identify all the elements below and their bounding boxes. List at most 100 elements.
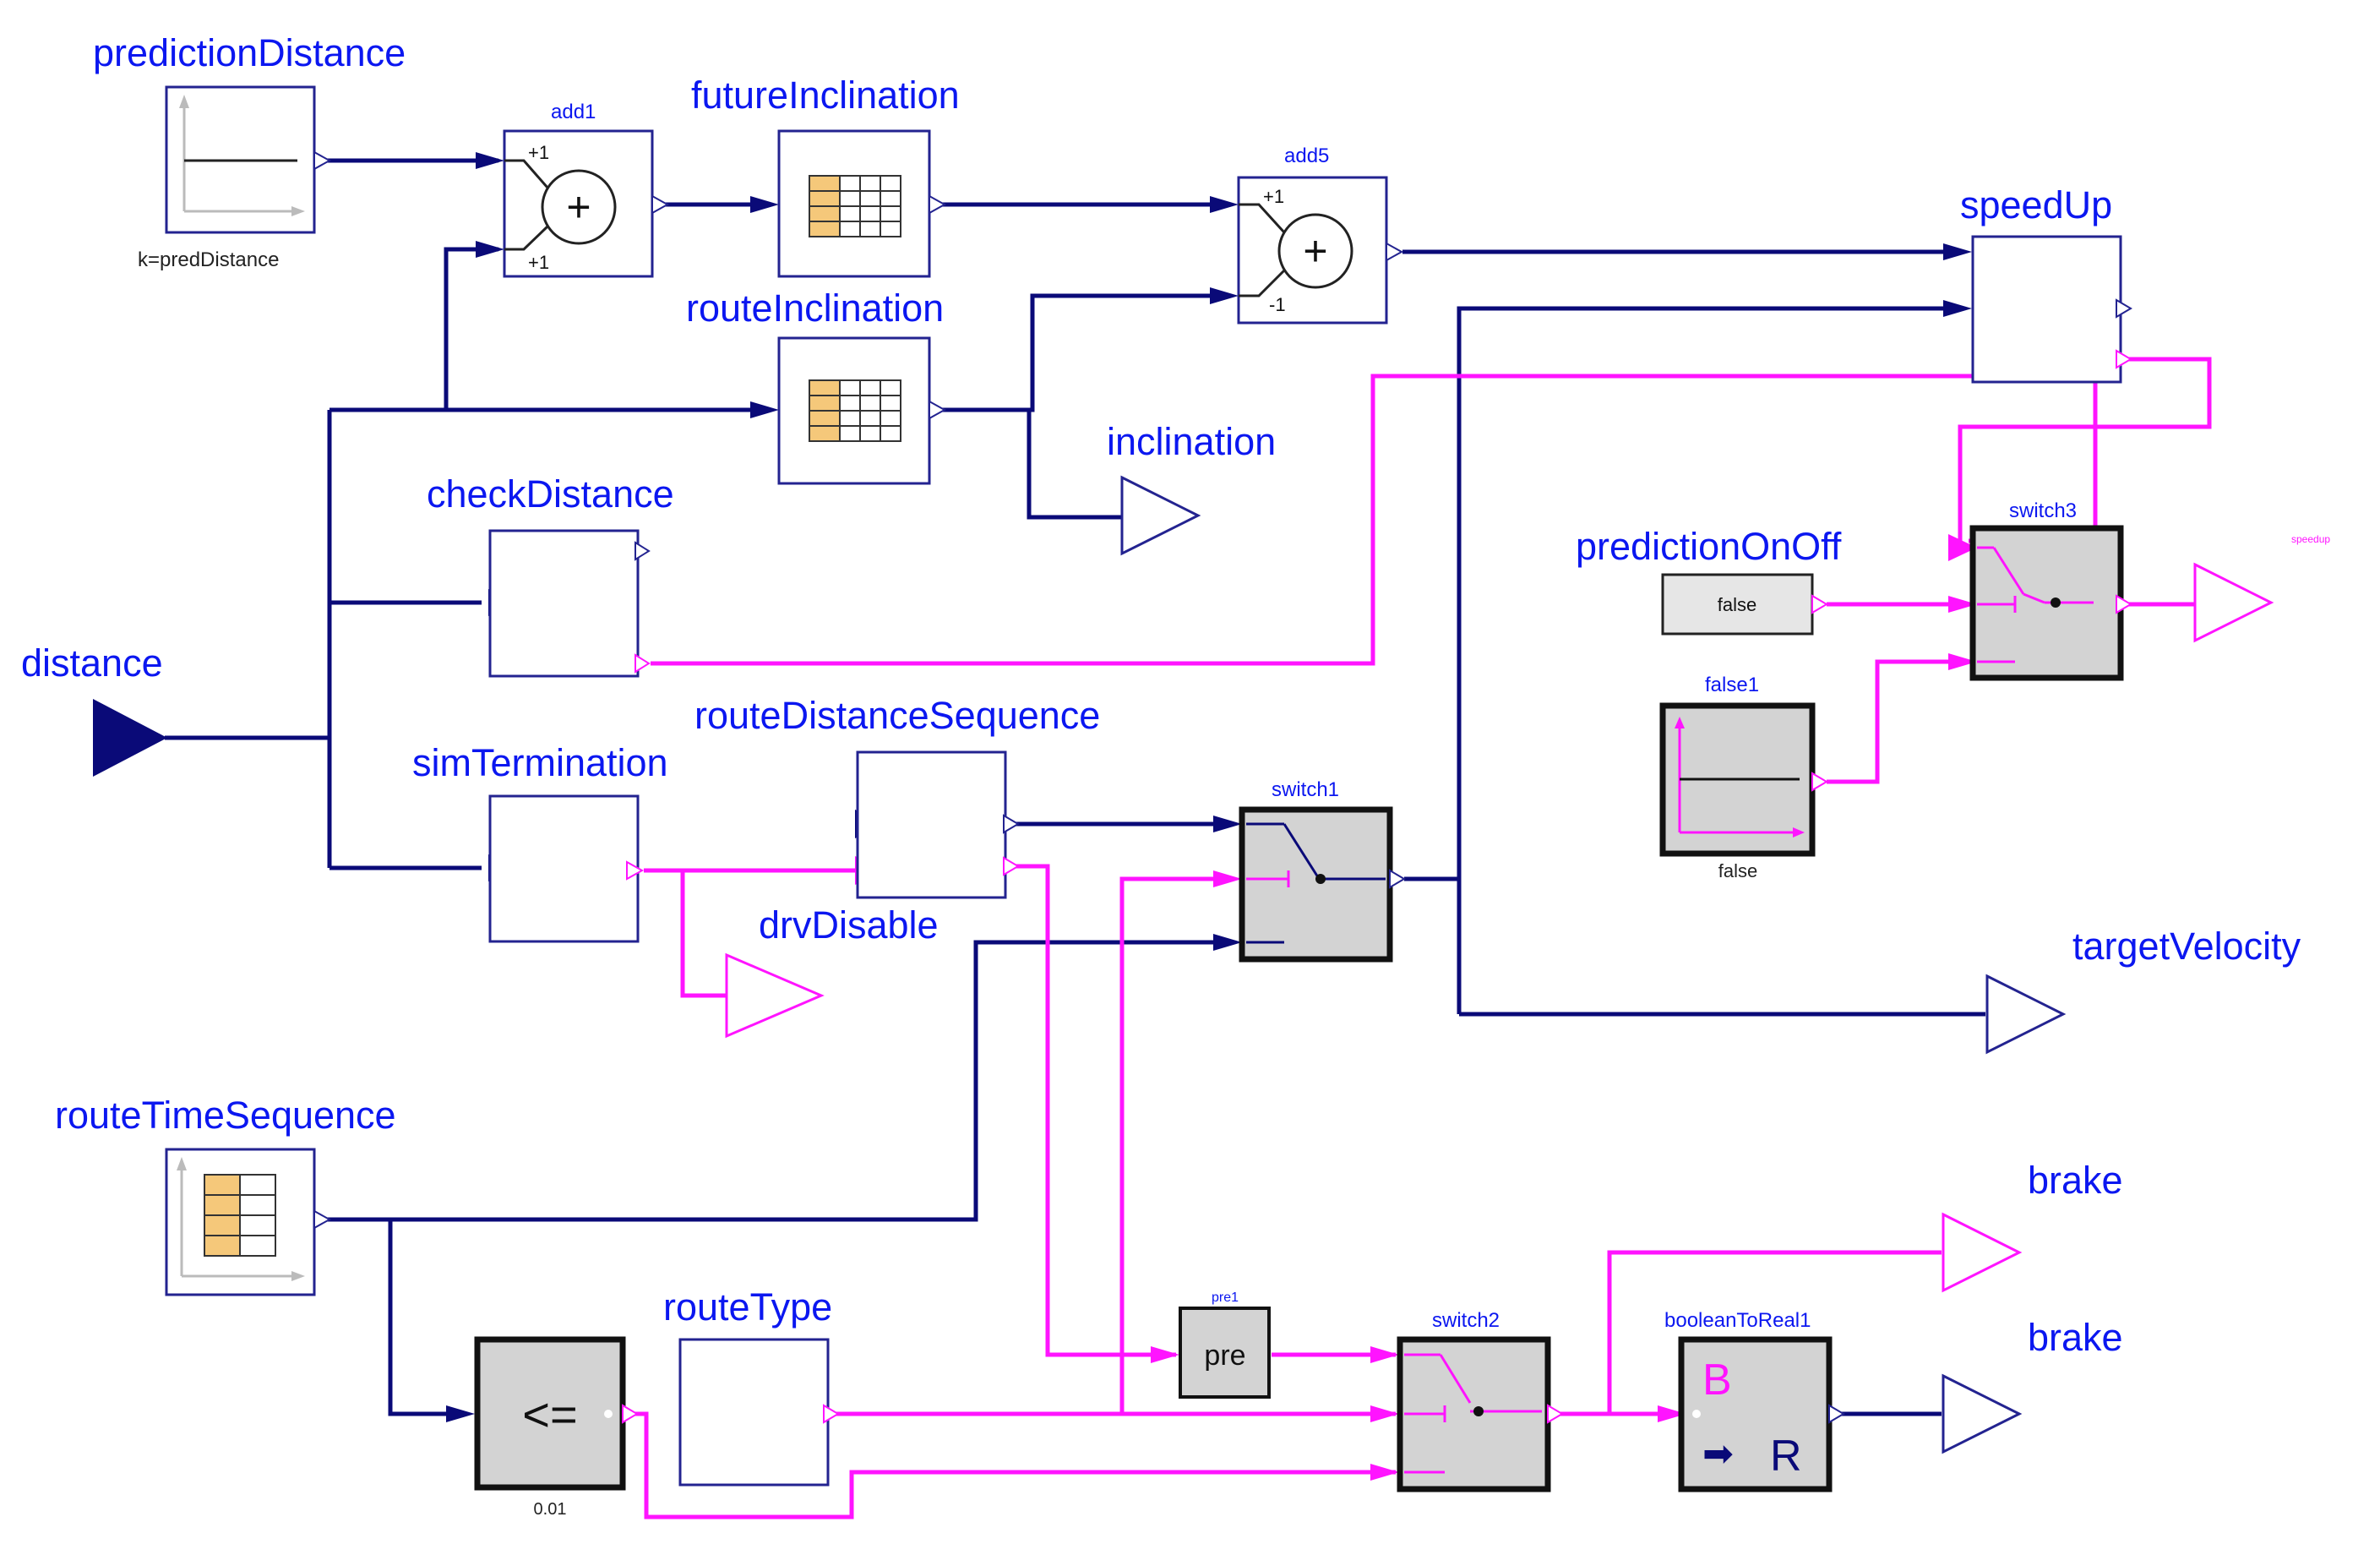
distance-label: distance	[21, 641, 163, 685]
booleanToReal1-symbol-r: R	[1770, 1432, 1802, 1481]
predictionOnOff-value: false	[1718, 594, 1756, 615]
lessEqual-param: 0.01	[534, 1500, 567, 1519]
predictionDistance-label: predictionDistance	[93, 31, 406, 74]
add5-sign-bottom: -1	[1269, 294, 1286, 315]
boolean-signal-wires	[634, 357, 2212, 1520]
speedup-output-connector[interactable]: speedup	[2193, 533, 2330, 643]
add1-sign-bottom: +1	[528, 252, 549, 273]
routeType-block[interactable]: routeType	[663, 1285, 840, 1487]
simTermination-label: simTermination	[412, 741, 668, 784]
switch3-block[interactable]: switch3	[1969, 499, 2132, 681]
routeTimeSequence-label: routeTimeSequence	[55, 1094, 396, 1137]
predictionDistance-block[interactable]: predictionDistance k=predDistance	[93, 31, 406, 271]
checkDistance-block[interactable]: checkDistance	[427, 472, 674, 678]
simTermination-block[interactable]: simTermination	[412, 741, 668, 943]
booleanToReal1-label: booleanToReal1	[1664, 1309, 1811, 1332]
brake-output-connector-top[interactable]: brake	[1942, 1159, 2123, 1293]
predictionOnOff-block[interactable]: predictionOnOff false	[1576, 525, 1842, 636]
routeDistanceSequence-block[interactable]: routeDistanceSequence	[694, 694, 1100, 899]
targetVelocity-output-connector[interactable]: targetVelocity	[1985, 925, 2301, 1055]
lessEqual-output-port	[622, 1404, 639, 1424]
booleanToReal1-symbol-b: B	[1702, 1356, 1732, 1405]
brake-output-connector-bottom[interactable]: brake	[1942, 1316, 2123, 1454]
distance-input-connector[interactable]: distance	[21, 641, 167, 777]
arrow-add1-in1	[476, 152, 504, 169]
false1-param: false	[1718, 860, 1757, 881]
table-icon	[809, 379, 901, 442]
inclination-output-connector[interactable]: inclination	[1107, 420, 1276, 556]
predictionOnOff-output-port	[1811, 594, 1828, 614]
futureInclination-output-port	[929, 194, 947, 215]
booleanToReal1-block[interactable]: booleanToReal1 B ➡ R	[1664, 1309, 1845, 1492]
lessEqual-symbol: <=	[522, 1388, 577, 1441]
predictionDistance-param: k=predDistance	[138, 248, 279, 271]
wire-lessEqual-to-switch2	[634, 1411, 1396, 1520]
arrow-pre1-in	[1151, 1346, 1179, 1363]
speedup-output-triangle	[2193, 562, 2274, 643]
wire-routeTimeSequence-to-lessEqual	[388, 1219, 449, 1416]
brake-top-label: brake	[2028, 1159, 2123, 1202]
arrow-speedUp-in1	[1943, 243, 1972, 260]
speedUp-label: speedUp	[1960, 183, 2112, 226]
drvDisable-output-connector[interactable]: drvDisable	[725, 903, 939, 1039]
add1-symbol: +	[566, 183, 591, 231]
wire-routeDistanceSequence-to-pre1	[1012, 864, 1176, 1357]
arrow-add5-in2	[1210, 287, 1239, 304]
arrow-add5-in1	[1210, 196, 1239, 213]
arrow-add1-in2	[476, 241, 504, 258]
inclination-output-triangle	[1120, 475, 1201, 556]
routeTimeSequence-output-port	[313, 1209, 332, 1230]
boolean-constant-graph-icon	[1675, 717, 1805, 838]
speedUp-output-port-2	[2116, 349, 2132, 369]
switch2-block[interactable]: switch2	[1397, 1309, 1564, 1492]
constant-graph-icon	[179, 95, 305, 216]
add1-sign-top: +1	[528, 142, 549, 163]
distance-input-triangle	[93, 699, 167, 777]
speedUp-output-port-1	[2116, 298, 2132, 319]
checkDistance-label: checkDistance	[427, 472, 674, 516]
pre1-label: pre1	[1212, 1290, 1239, 1305]
routeType-output-port	[823, 1404, 840, 1424]
pre1-block[interactable]: pre1 pre	[1179, 1290, 1271, 1399]
wire-speedUp-to-switch3	[1958, 357, 2212, 550]
routeInclination-label: routeInclination	[686, 286, 944, 330]
add1-label: add1	[551, 101, 596, 123]
add5-sign-top: +1	[1263, 186, 1284, 207]
table-graph-icon	[177, 1157, 305, 1281]
routeInclination-block[interactable]: routeInclination	[686, 286, 947, 485]
arrow-routeInclination-in	[750, 401, 779, 418]
add5-block[interactable]: add5 + +1 -1	[1237, 145, 1404, 325]
wire-switch1-to-speedUp	[1457, 306, 1947, 1014]
arrow-switch1-in1	[1213, 816, 1242, 832]
predictionOnOff-label: predictionOnOff	[1576, 525, 1842, 568]
table-icon	[809, 175, 901, 237]
wire-routeTimeSequence-to-switch1	[321, 940, 1221, 1222]
speedUp-block[interactable]: speedUp	[1960, 183, 2132, 384]
targetVelocity-label: targetVelocity	[2072, 925, 2301, 968]
arrow-switch1-in2	[1213, 870, 1242, 887]
arrow-booleanToReal1-in	[1658, 1405, 1686, 1422]
false1-output-port	[1811, 772, 1828, 792]
futureInclination-label: futureInclination	[691, 74, 960, 117]
lessEqual-block[interactable]: <= 0.01	[474, 1336, 639, 1519]
wire-routeInclination-to-add5	[938, 293, 1217, 412]
false1-block[interactable]: false1 false	[1659, 674, 1828, 881]
routeTimeSequence-block[interactable]: routeTimeSequence	[55, 1094, 396, 1296]
add1-block[interactable]: add1 + +1 +1	[503, 101, 670, 278]
arrow-switch3-in2	[1948, 596, 1977, 613]
arrow-futureInclination-in	[750, 196, 779, 213]
switch2-output-port	[1547, 1404, 1564, 1424]
brake-bottom-label: brake	[2028, 1316, 2123, 1359]
switch1-block[interactable]: switch1	[1239, 778, 1406, 963]
switch3-label: switch3	[2009, 499, 2077, 522]
futureInclination-block[interactable]: futureInclination	[691, 74, 960, 278]
targetVelocity-output-triangle	[1985, 974, 2067, 1055]
wire-routeInclination-to-inclination	[1027, 410, 1122, 520]
routeType-label: routeType	[663, 1285, 832, 1329]
add1-output-port	[651, 194, 670, 215]
checkDistance-output-port-2	[634, 653, 651, 674]
predictionDistance-output-port	[313, 150, 332, 171]
arrow-switch3-in1	[1948, 534, 1977, 561]
routeDistanceSequence-output-port-1	[1003, 814, 1020, 834]
